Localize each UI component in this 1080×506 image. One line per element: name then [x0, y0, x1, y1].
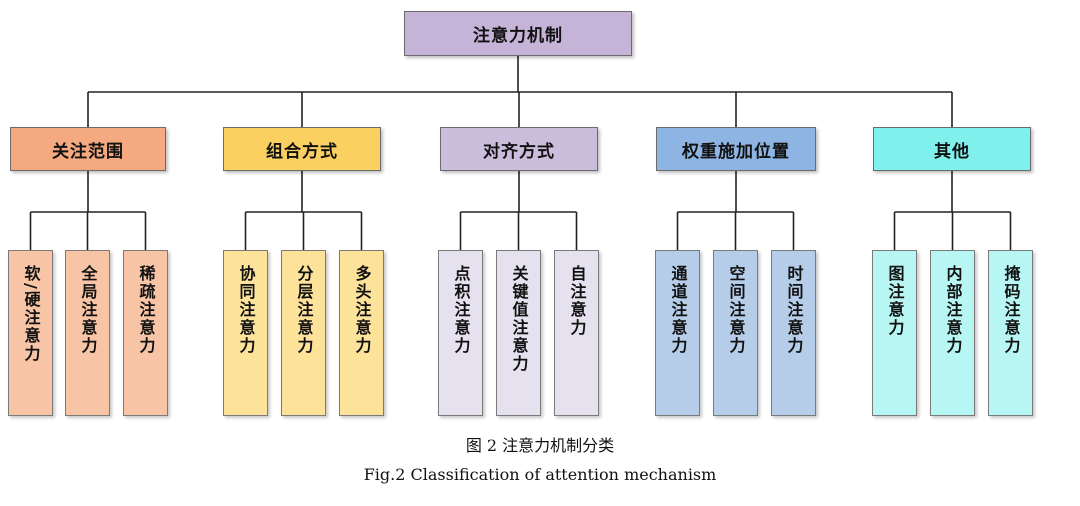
figure-caption-cn: 图 2 注意力机制分类 — [465, 436, 615, 455]
category-label: 关注范围 — [52, 141, 124, 162]
leaf-node: 通道注意力 — [655, 250, 700, 416]
category-label: 对齐方式 — [483, 141, 555, 162]
leaf-label: 空间注意力 — [726, 265, 746, 355]
leaf-node: 分层注意力 — [281, 250, 326, 416]
leaf-label: 软/硬注意力 — [21, 265, 41, 363]
category-node-combination: 组合方式 — [223, 127, 381, 171]
root-label: 注意力机制 — [473, 26, 563, 46]
leaf-node: 关键值注意力 — [496, 250, 541, 416]
leaf-label: 分层注意力 — [294, 265, 314, 355]
leaf-label: 点积注意力 — [451, 265, 471, 355]
leaf-node: 全局注意力 — [65, 250, 110, 416]
leaf-node: 内部注意力 — [930, 250, 975, 416]
root-node: 注意力机制 — [404, 11, 632, 56]
leaf-label: 时间注意力 — [784, 265, 804, 355]
figure-caption-en: Fig.2 Classification of attention mechan… — [363, 465, 717, 484]
leaf-node: 图注意力 — [872, 250, 917, 416]
category-label: 组合方式 — [266, 141, 338, 162]
category-label: 其他 — [934, 141, 970, 162]
category-node-weight-position: 权重施加位置 — [656, 127, 816, 171]
leaf-label: 多头注意力 — [352, 265, 372, 355]
leaf-label: 掩码注意力 — [1001, 265, 1021, 355]
leaf-node: 协同注意力 — [223, 250, 268, 416]
category-label: 权重施加位置 — [682, 141, 790, 162]
leaf-label: 关键值注意力 — [509, 265, 529, 373]
leaf-label: 图注意力 — [885, 265, 905, 337]
leaf-label: 协同注意力 — [236, 265, 256, 355]
leaf-node: 掩码注意力 — [988, 250, 1033, 416]
category-node-other: 其他 — [873, 127, 1031, 171]
leaf-node: 多头注意力 — [339, 250, 384, 416]
leaf-node: 自注意力 — [554, 250, 599, 416]
leaf-node: 点积注意力 — [438, 250, 483, 416]
leaf-label: 通道注意力 — [668, 265, 688, 355]
leaf-node: 时间注意力 — [771, 250, 816, 416]
leaf-label: 稀疏注意力 — [136, 265, 156, 355]
leaf-node: 软/硬注意力 — [8, 250, 53, 416]
category-node-scope: 关注范围 — [10, 127, 166, 171]
category-node-alignment: 对齐方式 — [440, 127, 598, 171]
leaf-node: 稀疏注意力 — [123, 250, 168, 416]
leaf-label: 内部注意力 — [943, 265, 963, 355]
leaf-node: 空间注意力 — [713, 250, 758, 416]
leaf-label: 自注意力 — [567, 265, 587, 337]
leaf-label: 全局注意力 — [78, 265, 98, 355]
